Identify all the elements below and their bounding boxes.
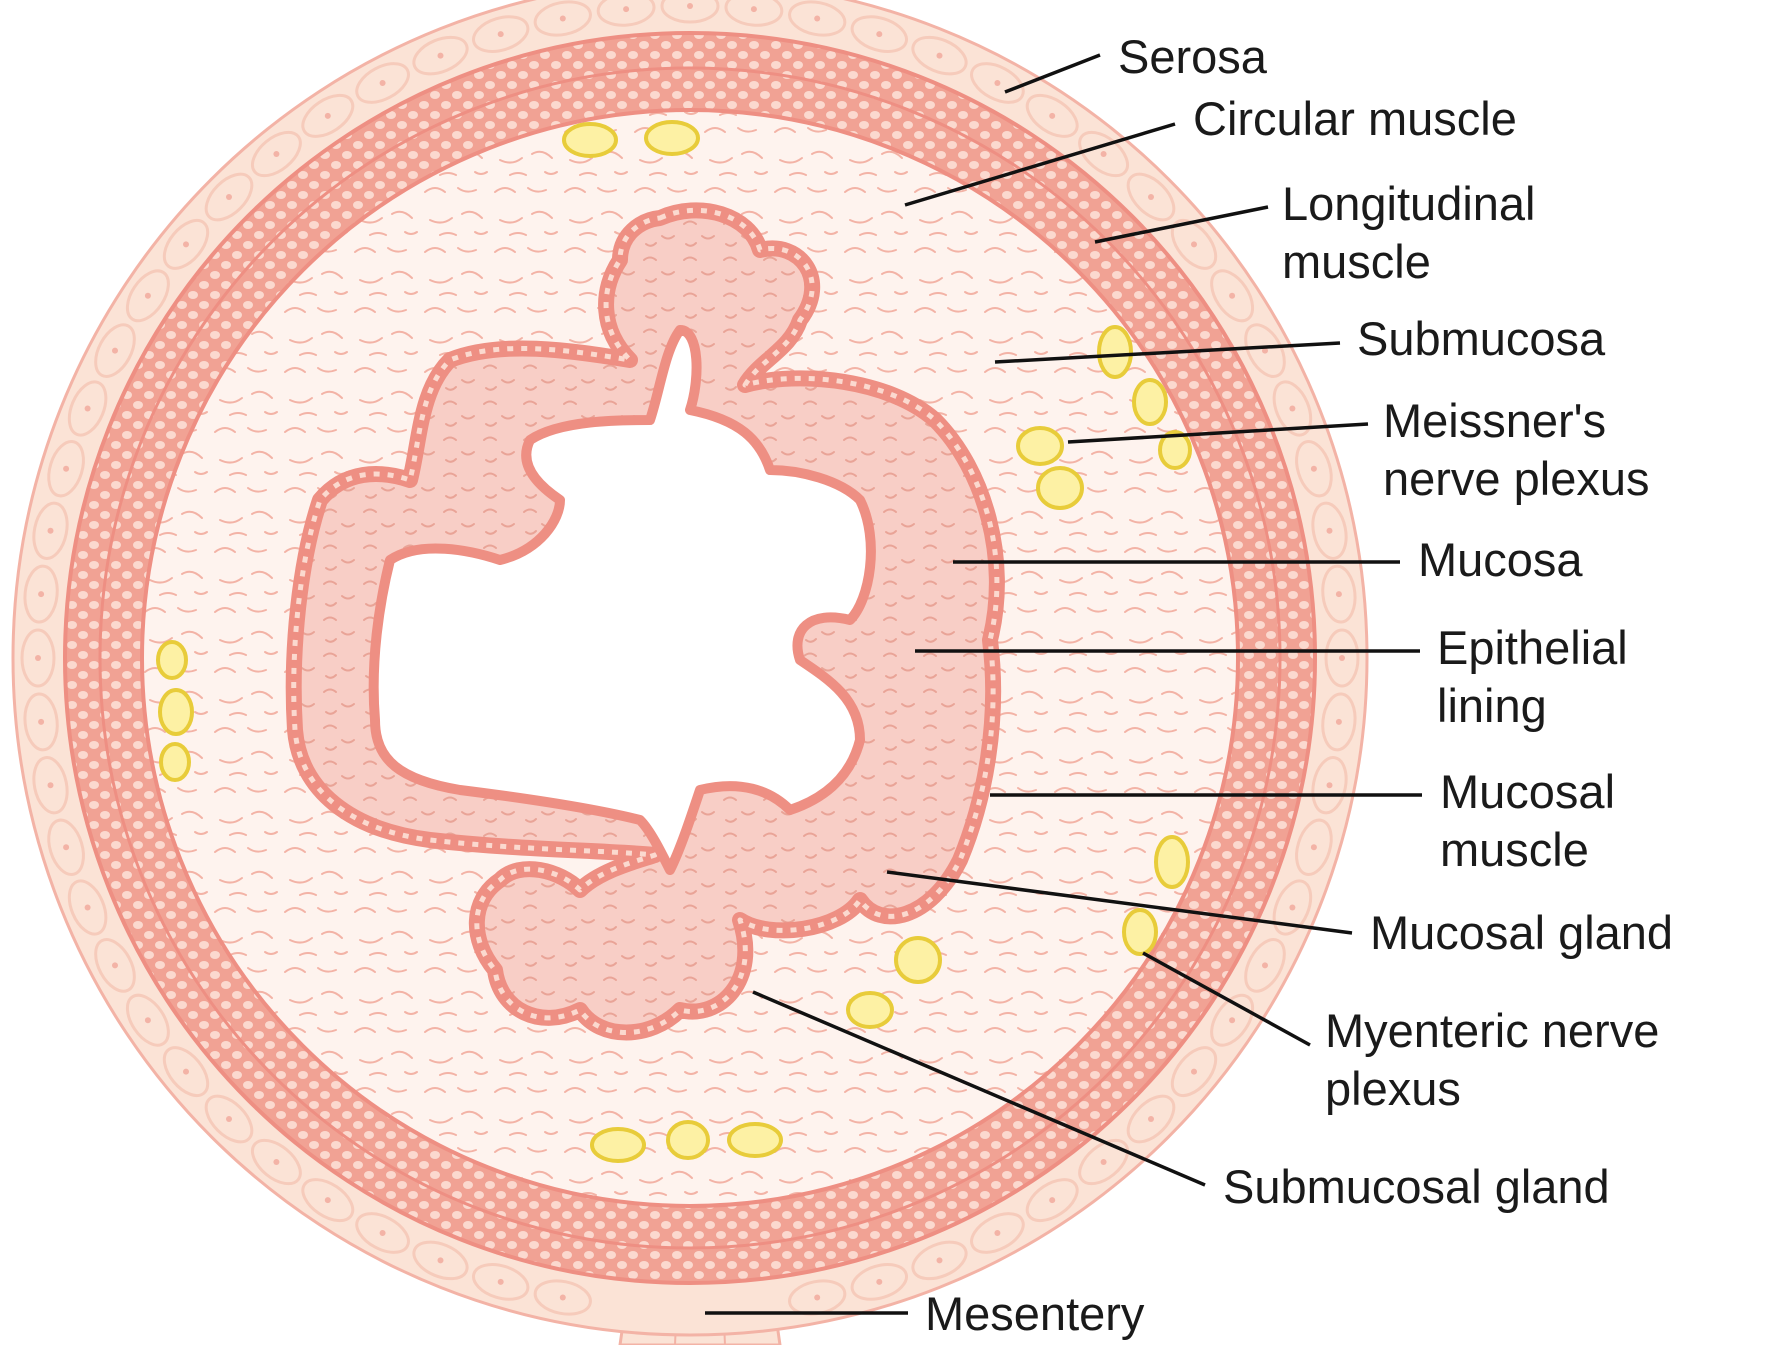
serosa-cell-nucleus xyxy=(1262,962,1268,968)
serosa-cell-nucleus xyxy=(687,3,693,9)
serosa-cell-nucleus xyxy=(35,655,41,661)
serosa-cell-nucleus xyxy=(273,1159,279,1165)
serosa-cell-nucleus xyxy=(48,782,54,788)
plexus-cell xyxy=(896,938,940,982)
serosa-cell-nucleus xyxy=(38,591,44,597)
serosa-cell-nucleus xyxy=(63,844,69,850)
label-mucosal-gland: Mucosal gland xyxy=(1370,904,1673,962)
serosa-cell-nucleus xyxy=(1336,591,1342,597)
serosa-cell-nucleus xyxy=(1049,1197,1055,1203)
serosa-cell-nucleus xyxy=(560,16,566,22)
label-mucosal-muscle: Mucosal muscle xyxy=(1440,763,1615,879)
serosa-cell-nucleus xyxy=(325,113,331,119)
serosa-cell-nucleus xyxy=(814,1295,820,1301)
serosa-cell-nucleus xyxy=(1191,241,1197,247)
plexus-cell xyxy=(161,744,189,780)
serosa-cell-nucleus xyxy=(1311,844,1317,850)
plexus-cell xyxy=(158,642,186,678)
serosa-cell-nucleus xyxy=(1148,194,1154,200)
serosa-cell-nucleus xyxy=(876,1279,882,1285)
serosa-cell-nucleus xyxy=(380,1230,386,1236)
plexus-cell xyxy=(160,690,192,734)
serosa-cell-nucleus xyxy=(63,466,69,472)
serosa-cell-nucleus xyxy=(438,1257,444,1263)
serosa-cell-nucleus xyxy=(226,1116,232,1122)
serosa-cell-nucleus xyxy=(1289,905,1295,911)
serosa-cell-nucleus xyxy=(498,31,504,37)
plexus-cell xyxy=(1099,327,1131,377)
label-longitudinal-muscle: Longitudinal muscle xyxy=(1282,175,1536,291)
serosa-cell-nucleus xyxy=(438,53,444,59)
serosa-cell-nucleus xyxy=(1229,1017,1235,1023)
serosa-cell-nucleus xyxy=(1311,466,1317,472)
plexus-cell xyxy=(646,122,698,154)
serosa-cell-nucleus xyxy=(876,31,882,37)
serosa-cell-nucleus xyxy=(937,1257,943,1263)
plexus-cell xyxy=(1124,910,1156,954)
label-meissner-nerve-plexus: Meissner's nerve plexus xyxy=(1383,392,1650,508)
serosa-cell-nucleus xyxy=(1339,655,1345,661)
plexus-cell xyxy=(564,124,616,156)
serosa-cell-nucleus xyxy=(183,1069,189,1075)
plexus-cell xyxy=(729,1124,781,1156)
plexus-cell xyxy=(1038,468,1082,508)
serosa-cell-nucleus xyxy=(1289,406,1295,412)
serosa-cell-nucleus xyxy=(112,962,118,968)
label-mesentery: Mesentery xyxy=(925,1285,1144,1343)
serosa-cell-nucleus xyxy=(1101,1159,1107,1165)
serosa-cell-nucleus xyxy=(498,1279,504,1285)
serosa-cell-nucleus xyxy=(112,348,118,354)
serosa-cell-nucleus xyxy=(1049,113,1055,119)
serosa-cell-nucleus xyxy=(623,6,629,12)
serosa-cell-nucleus xyxy=(560,1295,566,1301)
serosa-cell-nucleus xyxy=(937,53,943,59)
serosa-cell-nucleus xyxy=(226,194,232,200)
label-mucosa: Mucosa xyxy=(1418,531,1583,589)
plexus-cell xyxy=(592,1129,644,1161)
serosa-cell-nucleus xyxy=(1327,782,1333,788)
serosa-cell-nucleus xyxy=(325,1197,331,1203)
plexus-cell xyxy=(668,1122,708,1158)
plexus-cell xyxy=(1156,837,1188,887)
serosa-cell-nucleus xyxy=(1191,1069,1197,1075)
serosa-cell-nucleus xyxy=(1336,719,1342,725)
label-submucosa: Submucosa xyxy=(1357,310,1605,368)
label-serosa: Serosa xyxy=(1118,28,1267,86)
serosa-cell-nucleus xyxy=(814,16,820,22)
serosa-cell-nucleus xyxy=(1327,528,1333,534)
serosa-cell-nucleus xyxy=(85,905,91,911)
label-submucosal-gland: Submucosal gland xyxy=(1223,1158,1610,1216)
label-epithelial-lining: Epithelial lining xyxy=(1437,619,1628,735)
serosa-cell-nucleus xyxy=(183,241,189,247)
serosa-cell-nucleus xyxy=(1229,293,1235,299)
plexus-cell xyxy=(848,993,892,1027)
serosa-cell-nucleus xyxy=(145,293,151,299)
label-circular-muscle: Circular muscle xyxy=(1193,90,1517,148)
serosa-cell-nucleus xyxy=(145,1017,151,1023)
serosa-cell-nucleus xyxy=(1148,1116,1154,1122)
serosa-cell-nucleus xyxy=(38,719,44,725)
serosa-cell-nucleus xyxy=(994,80,1000,86)
serosa-cell-nucleus xyxy=(85,406,91,412)
plexus-cell xyxy=(1134,380,1166,424)
serosa-cell-nucleus xyxy=(273,151,279,157)
serosa-cell-nucleus xyxy=(751,6,757,12)
label-myenteric-nerve-plexus: Myenteric nerve plexus xyxy=(1325,1002,1659,1118)
serosa-cell-nucleus xyxy=(1101,151,1107,157)
serosa-cell-nucleus xyxy=(994,1230,1000,1236)
serosa-cell-nucleus xyxy=(48,528,54,534)
plexus-cell xyxy=(1018,428,1062,464)
serosa-cell-nucleus xyxy=(380,80,386,86)
